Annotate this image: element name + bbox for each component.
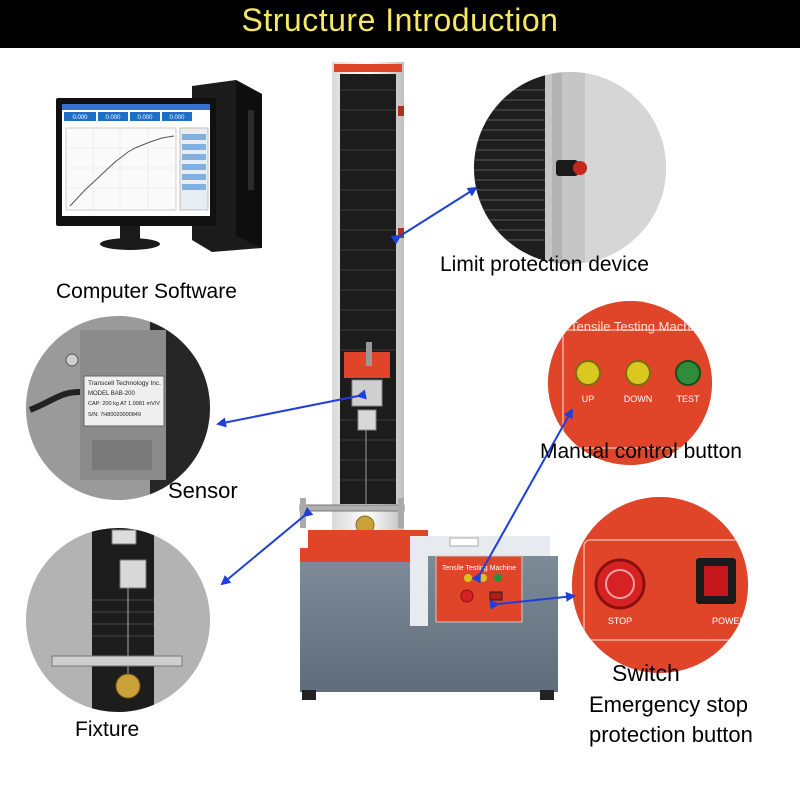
computer-illustration: 0.000 0.000 0.000 0.000 [56, 80, 262, 252]
base-panel-title: Tensile Testing Machine [442, 565, 516, 572]
up-button-icon [575, 360, 601, 386]
sensor-closeup: Transcell Technology Inc. MODEL BAB-200 … [26, 316, 210, 500]
sensor-model: MODEL BAB-200 [88, 391, 135, 397]
test-label: TEST [676, 394, 700, 404]
power-label: POWER [712, 616, 747, 626]
manual-panel-title: Tensile Testing Machine [570, 319, 708, 334]
title-bar: Structure Introduction [0, 0, 800, 48]
label-fixture: Fixture [75, 718, 140, 741]
up-label: UP [582, 394, 595, 404]
label-manual-control: Manual control button [540, 440, 742, 463]
stop-switch-closeup: STOP POWER [572, 497, 748, 673]
limit-protection-closeup [474, 72, 666, 264]
fixture-closeup [26, 528, 210, 712]
readout-1: 0.000 [72, 115, 88, 121]
arrow-icon [471, 408, 573, 584]
readout-4: 0.000 [169, 115, 185, 121]
stop-label: STOP [608, 616, 632, 626]
label-sensor: Sensor [168, 478, 238, 503]
manual-control-closeup: Tensile Testing Machine UP DOWN TEST [548, 301, 712, 465]
label-limit-protection: Limit protection device [440, 253, 649, 276]
label-emergency-line1: Emergency stop [589, 692, 748, 717]
page-title: Structure Introduction [241, 2, 559, 38]
readout-2: 0.000 [105, 115, 121, 121]
label-emergency-line2: protection button [589, 722, 753, 747]
readout-3: 0.000 [137, 115, 153, 121]
sensor-serial: S/N: 7H80020000849 [88, 412, 141, 418]
label-computer-software: Computer Software [56, 280, 237, 303]
arrow-icon [390, 186, 478, 245]
sensor-brand: Transcell Technology Inc. [88, 380, 161, 387]
sensor-cap: CAP: 200 kg AT 1.9981 mV/V [88, 401, 160, 407]
arrow-icon [220, 507, 314, 586]
arrow-icon [216, 389, 367, 428]
callout-arrows [216, 186, 576, 610]
down-button-icon [625, 360, 651, 386]
arrow-icon [489, 591, 576, 610]
label-switch: Switch [612, 660, 680, 686]
test-button-icon [675, 360, 701, 386]
down-label: DOWN [624, 394, 653, 404]
stop-button-icon [594, 558, 646, 610]
